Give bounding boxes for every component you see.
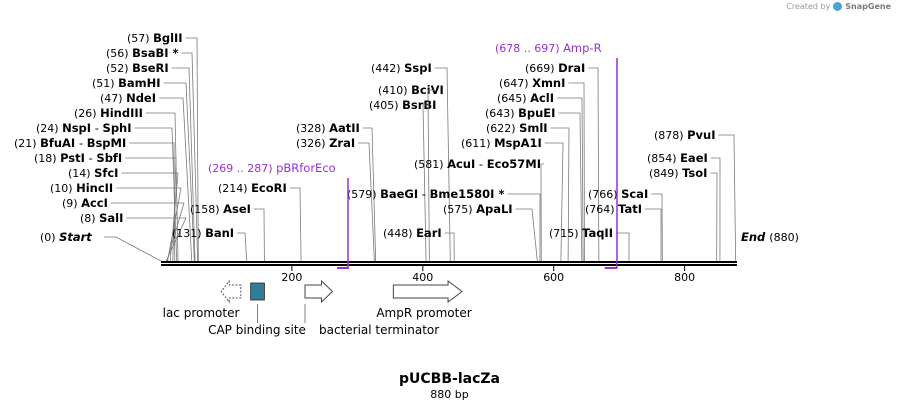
site-line [444,232,455,262]
scale-tick-label: 400 [412,271,433,284]
site-label-mspa1i: (611) MspA1I [461,136,542,150]
site-line [289,187,302,262]
credit-prefix: Created by [786,2,831,11]
site-line [710,172,718,262]
site-line [163,82,195,262]
map-title: pUCBB-lacZa [399,371,500,387]
credit-brand: SnapGene [845,2,891,11]
site-label-pvui: (878) PvuI [654,128,715,142]
snapgene-logo-icon [833,2,843,11]
site-line [181,52,199,262]
site-line [237,232,248,262]
site-line [126,217,187,262]
site-label-nspi: (24) NspI - SphI [36,121,132,135]
site-line [422,104,429,262]
site-line [362,127,377,262]
feature-cap-binding-site-label: CAP binding site [208,323,306,337]
site-line [427,89,434,262]
site-line [718,134,737,262]
site-line [558,112,583,262]
site-line [616,232,630,262]
site-line [434,67,451,262]
site-line [540,163,545,262]
site-line [568,82,585,262]
site-line [185,37,199,262]
feature-ampr-promoter-arrow [392,280,463,303]
scale-tick-label: 200 [281,271,302,284]
feature-ampr-promoter-label: AmpR promoter [376,306,471,320]
site-label-sfci: (14) SfcI [68,166,118,180]
site-line [550,127,570,262]
site-label-hindiii: (26) HindIII [74,106,143,120]
site-line [544,142,564,262]
site-line [110,202,185,262]
start-label: (0) Start [40,230,92,244]
site-line [515,208,538,262]
site-label-bglii: (57) BglII [127,31,183,45]
site-line [358,142,375,262]
site-label-hincii: (10) HincII [50,181,113,195]
site-line [121,172,179,262]
map-size: 880 bp [430,388,469,401]
site-label-acci: (9) AccI [62,196,108,210]
site-label-ecori: (214) EcoRI [218,181,287,195]
snapgene-credit: Created by SnapGene [786,2,891,11]
site-label-tati: (764) TatI [585,202,642,216]
scale-tick-label: 600 [543,271,564,284]
site-label-ndei: (47) NdeI [100,91,156,105]
site-label-aatii: (328) AatII [296,121,360,135]
feature-cap-binding-site-box [250,282,265,301]
site-line [507,193,541,262]
site-label-scai: (766) ScaI [588,187,648,201]
site-line [129,142,176,262]
site-label-baegi: (579) BaeGI - Bme1580I * [347,187,504,201]
restriction-sites: (8) SalI(9) AccI(10) HincII(14) SfcI(18)… [14,31,737,262]
feature-lac-promoter-arrow [220,279,242,304]
start-line [104,236,162,262]
site-label-psti: (18) PstI - SbfI [34,151,122,165]
site-label-bseri: (52) BseRI [106,61,169,75]
end-label: End (880) [741,230,799,244]
site-label-tsoi: (849) TsoI [649,166,707,180]
feature-lac-promoter-label: lac promoter [163,306,240,320]
site-label-bani: (131) BanI [172,226,234,240]
site-line [253,208,265,262]
site-line [710,157,721,262]
site-label-bpuei: (643) BpuEI [485,106,555,120]
site-label-asei: (158) AseI [190,202,251,216]
site-line [651,193,663,262]
site-label-eari: (448) EarI [383,226,442,240]
site-label-bcivi: (410) BciVI [378,83,444,97]
site-label-acui: (581) AcuI - Eco57MI [414,157,541,171]
site-label-apali: (575) ApaLI [443,202,513,216]
site-label-bsabi: (56) BsaBI * [106,46,179,60]
feature-bacterial-terminator-label: bacterial terminator [319,323,439,337]
site-line [557,97,584,262]
scale-tick-label: 800 [674,271,695,284]
site-label-bamhi: (51) BamHI [92,76,161,90]
site-label-sspi: (442) SspI [371,61,432,75]
site-label-zrai: (326) ZraI [296,136,355,150]
site-line [171,67,196,262]
site-line [644,208,662,262]
site-line [145,112,179,262]
site-line [588,67,600,262]
site-label-smli: (622) SmlI [486,121,548,135]
site-label-sali: (8) SalI [80,211,123,225]
site-label-bfuai: (21) BfuAI - BspMI [14,136,126,150]
site-line [134,127,178,262]
site-label-taqii: (715) TaqII [549,226,613,240]
site-label-xmni: (647) XmnI [499,76,565,90]
site-label-eaei: (854) EaeI [647,151,708,165]
site-line [159,97,193,262]
site-label-acli: (645) AclI [497,91,554,105]
primer-amp-r-label: (678 .. 697) Amp-R [495,41,602,55]
primer-pbrforeco-label: (269 .. 287) pBRforEco [208,161,336,175]
feature-bacterial-terminator-arrow [304,279,334,304]
site-label-drai: (669) DraI [525,61,585,75]
